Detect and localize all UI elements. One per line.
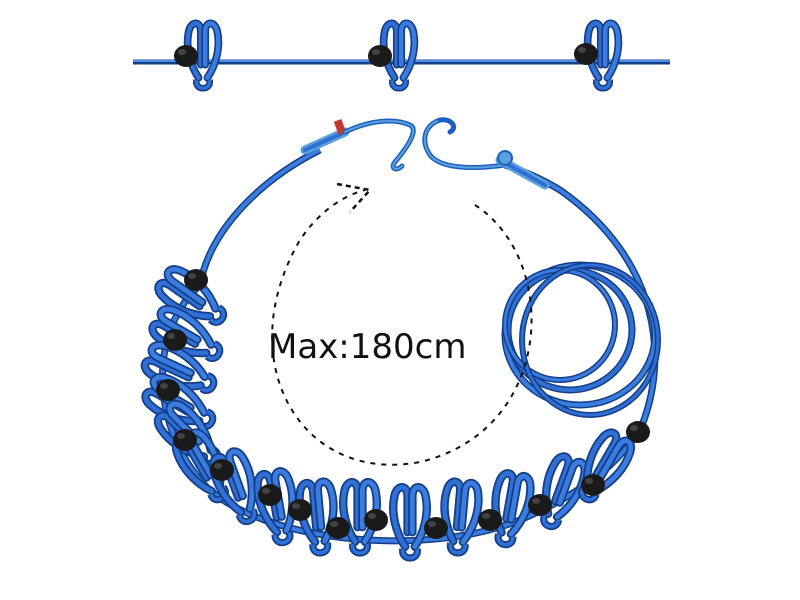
hook-icon	[300, 117, 550, 190]
top-bead-2	[368, 45, 392, 67]
bead-14	[626, 421, 650, 443]
clip-11	[393, 487, 427, 558]
clip-12	[440, 481, 480, 554]
bead-4	[173, 429, 197, 451]
top-demo-line	[133, 23, 670, 88]
bead-12	[528, 494, 552, 516]
bead-5	[210, 459, 234, 481]
clip-13	[488, 472, 533, 548]
top-bead-3	[574, 43, 598, 65]
max-length-label: Max:180cm	[268, 327, 467, 367]
bead-6	[258, 484, 282, 506]
bead-13	[581, 474, 605, 496]
bead-3	[156, 379, 180, 401]
bead-10	[424, 517, 448, 539]
bead-2	[163, 329, 187, 351]
bead-7	[288, 499, 312, 521]
bead-9	[364, 509, 388, 531]
bead-11	[478, 509, 502, 531]
dashed-arrow-icon	[271, 182, 533, 466]
top-bead-1	[174, 45, 198, 67]
bead-8	[326, 517, 350, 539]
bead-1	[184, 269, 208, 291]
